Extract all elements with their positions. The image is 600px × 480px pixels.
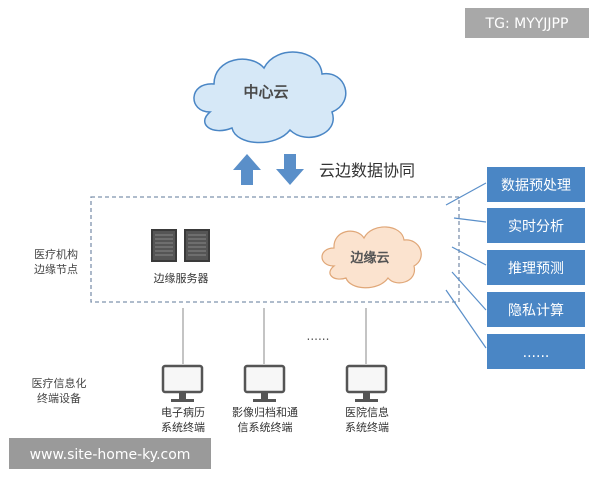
terminal-label-line-2: 系统终端 (161, 420, 205, 434)
center-cloud-shape (193, 51, 347, 144)
edge-cloud: 边缘云 (321, 226, 422, 289)
capability-list: 数据预处理 实时分析 推理预测 隐私计算 ...... (487, 167, 585, 369)
connector-line (445, 289, 487, 349)
connector-line (453, 217, 487, 223)
terminal-label-line-2: 系统终端 (345, 420, 389, 434)
connector-line (451, 246, 487, 266)
monitor-icon (161, 364, 204, 402)
edge-server-label: 边缘服务器 (154, 272, 209, 285)
sync-arrows: 云边数据协同 (233, 154, 415, 185)
capability-box: 隐私计算 (487, 292, 585, 327)
watermark-bottom: www.site-home-ky.com (9, 438, 211, 469)
terminal-group-label-line-1: 医疗信息化 (32, 376, 87, 390)
capability-label: 隐私计算 (508, 303, 564, 319)
terminal-label-line-1: 电子病历 (161, 405, 205, 419)
center-cloud-label: 中心云 (243, 83, 288, 101)
connector-line (451, 271, 487, 311)
terminal-his: 医院信息 系统终端 (345, 364, 389, 434)
monitor-icon (243, 364, 286, 402)
edge-cloud-shape (321, 226, 422, 289)
capability-label: 推理预测 (508, 261, 564, 277)
edge-node-label-line-2: 边缘节点 (34, 263, 78, 276)
terminals-ellipsis: ...... (307, 329, 330, 343)
terminal-connectors (182, 308, 367, 364)
capability-box: 推理预测 (487, 250, 585, 285)
edge-node-label-line-1: 医疗机构 (34, 247, 78, 261)
monitor-icon (345, 364, 388, 402)
edge-node-boundary (90, 196, 460, 303)
capability-label: 数据预处理 (501, 178, 571, 194)
arrow-up-icon (233, 154, 261, 185)
capability-box: 数据预处理 (487, 167, 585, 202)
center-cloud: 中心云 (193, 51, 347, 144)
terminal-label-line-1: 影像归档和通 (232, 405, 298, 419)
arrow-down-icon (276, 154, 304, 185)
capability-label: 实时分析 (508, 219, 564, 235)
edge-node-label: 医疗机构 边缘节点 (34, 247, 78, 276)
capability-label: ...... (523, 345, 550, 361)
terminal-group-label: 医疗信息化 终端设备 (32, 376, 87, 405)
terminal-group-label-line-2: 终端设备 (37, 391, 81, 405)
cloud-edge-sync-label: 云边数据协同 (319, 161, 415, 180)
terminal-emr: 电子病历 系统终端 (161, 364, 205, 434)
server-icon (184, 229, 210, 262)
capability-box: 实时分析 (487, 208, 585, 243)
terminal-label-line-1: 医院信息 (345, 405, 389, 419)
edge-cloud-label: 边缘云 (349, 250, 389, 266)
capability-connectors (445, 182, 487, 349)
watermark-top: TG: MYYJJPP (465, 8, 589, 38)
connector-line (445, 182, 487, 206)
edge-server: 边缘服务器 (151, 229, 210, 285)
capability-box: ...... (487, 334, 585, 369)
terminal-label-line-2: 信系统终端 (238, 420, 293, 434)
watermark-top-text: TG: MYYJJPP (485, 16, 569, 32)
server-icon (151, 229, 177, 262)
watermark-bottom-text: www.site-home-ky.com (30, 447, 191, 463)
terminal-pacs: 影像归档和通 信系统终端 (232, 364, 298, 434)
